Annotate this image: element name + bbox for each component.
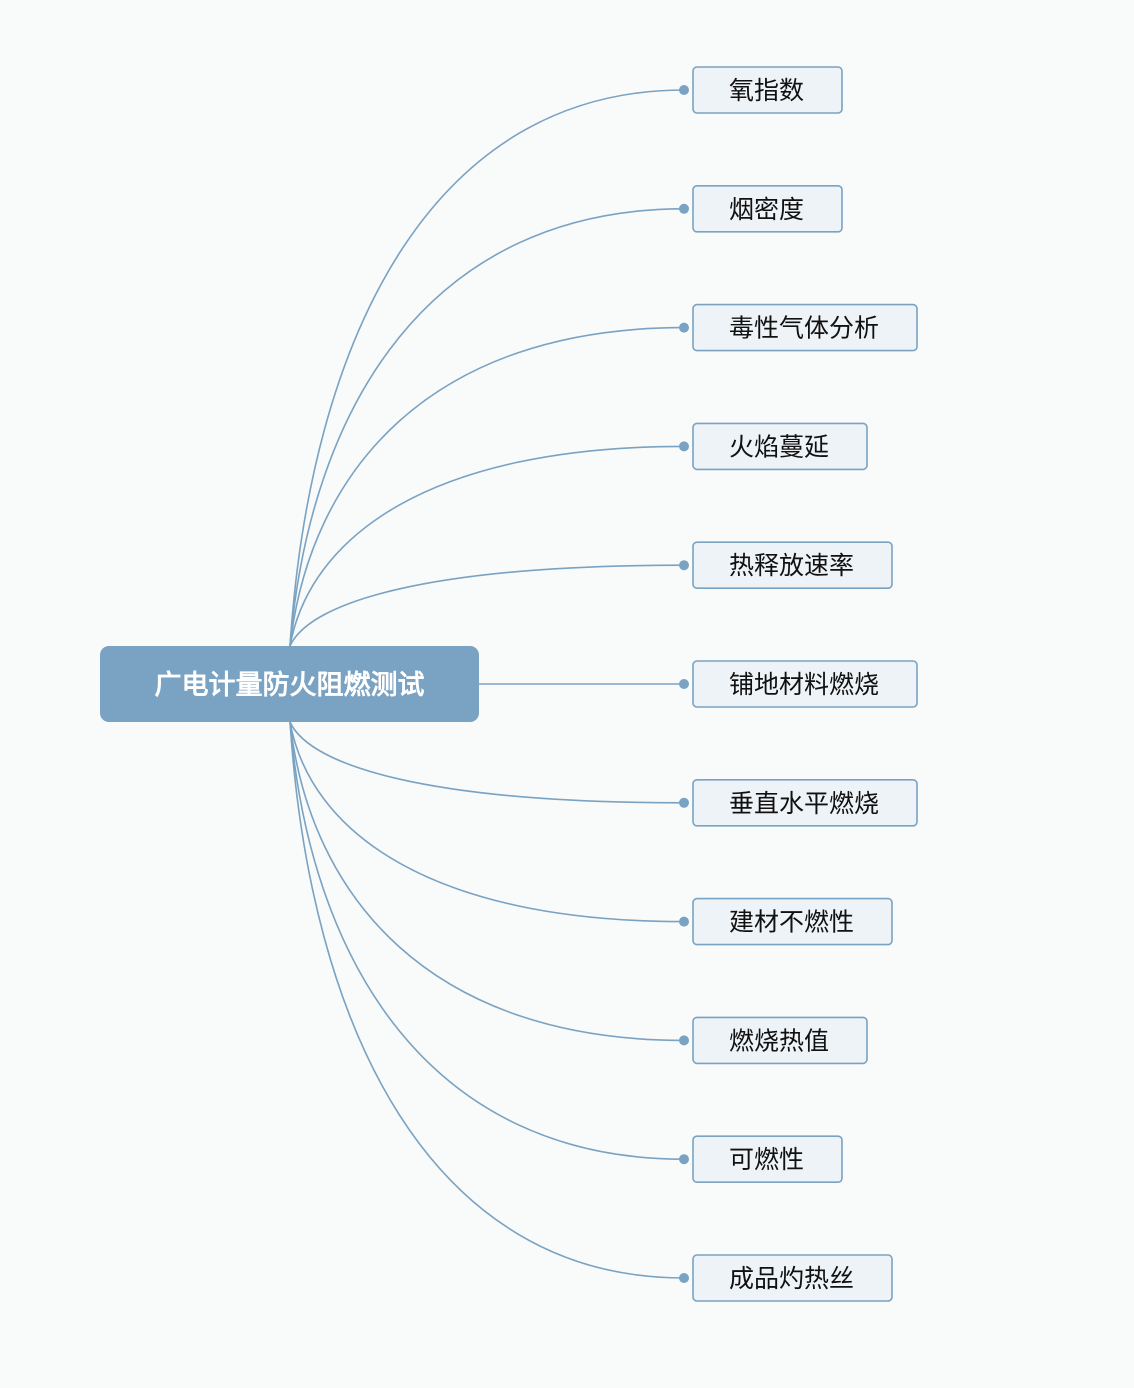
branch-node[interactable]: 成品灼热丝 (692, 1254, 893, 1302)
branch-node[interactable]: 建材不燃性 (692, 897, 893, 946)
branch-node[interactable]: 铺地材料燃烧 (692, 660, 918, 708)
branch-node[interactable]: 燃烧热值 (692, 1016, 868, 1065)
branch-connector (289, 89, 685, 647)
branch-nodes: 氧指数烟密度毒性气体分析火焰蔓延热释放速率铺地材料燃烧垂直水平燃烧建材不燃性燃烧… (692, 66, 918, 1302)
branch-node-label: 铺地材料燃烧 (729, 670, 879, 699)
branch-node[interactable]: 毒性气体分析 (692, 303, 918, 352)
branch-connectors (289, 85, 689, 1283)
branch-node-box[interactable] (692, 660, 918, 708)
branch-node[interactable]: 可燃性 (692, 1135, 843, 1183)
branch-node-box[interactable] (692, 422, 868, 471)
branch-node[interactable]: 火焰蔓延 (692, 422, 868, 471)
branch-node-label: 热释放速率 (729, 551, 854, 580)
branch-dot (679, 797, 689, 808)
branch-node[interactable]: 垂直水平燃烧 (692, 778, 918, 827)
root-node-box[interactable] (100, 646, 479, 722)
branch-node-label: 建材不燃性 (729, 908, 854, 937)
branch-node-box[interactable] (692, 1016, 868, 1065)
branch-node-box[interactable] (692, 897, 893, 946)
branch-node-box[interactable] (692, 541, 893, 590)
branch-dot (679, 203, 689, 214)
branch-dot (679, 322, 689, 333)
branch-dot (679, 441, 689, 452)
branch-connector (289, 326, 685, 647)
branch-node-box[interactable] (692, 1135, 843, 1183)
branch-node-label: 垂直水平燃烧 (729, 789, 879, 818)
branch-connector (289, 721, 685, 1160)
branch-dot (679, 1035, 689, 1046)
branch-node-box[interactable] (692, 66, 843, 114)
branch-node-label: 毒性气体分析 (729, 314, 879, 343)
branch-dot (679, 560, 689, 571)
branch-connector (289, 208, 685, 647)
branch-connector (289, 721, 685, 1042)
branch-connector (289, 721, 685, 804)
branch-node-box[interactable] (692, 778, 918, 827)
branch-dot (679, 1273, 689, 1283)
branch-node-label: 火焰蔓延 (729, 432, 829, 461)
branch-connector (289, 564, 685, 647)
branch-node-label: 氧指数 (729, 76, 804, 105)
root-node-label: 广电计量防火阻燃测试 (155, 670, 425, 701)
root-node[interactable]: 广电计量防火阻燃测试 (100, 646, 479, 722)
branch-node-label: 可燃性 (729, 1145, 804, 1174)
branch-node-box[interactable] (692, 303, 918, 352)
branch-dot (679, 916, 689, 927)
branch-node-box[interactable] (692, 1254, 893, 1302)
branch-node-label: 烟密度 (729, 195, 804, 224)
branch-node[interactable]: 烟密度 (692, 185, 843, 233)
branch-dot (679, 85, 689, 95)
branch-dot (679, 1154, 689, 1165)
branch-node-box[interactable] (692, 185, 843, 233)
branch-connector (289, 721, 685, 1279)
branch-connector (289, 445, 685, 647)
branch-node[interactable]: 氧指数 (692, 66, 843, 114)
branch-node-label: 燃烧热值 (729, 1026, 829, 1055)
branch-dot (679, 679, 689, 689)
branch-node-label: 成品灼热丝 (729, 1264, 854, 1293)
branch-node[interactable]: 热释放速率 (692, 541, 893, 590)
branch-connector (289, 721, 685, 923)
